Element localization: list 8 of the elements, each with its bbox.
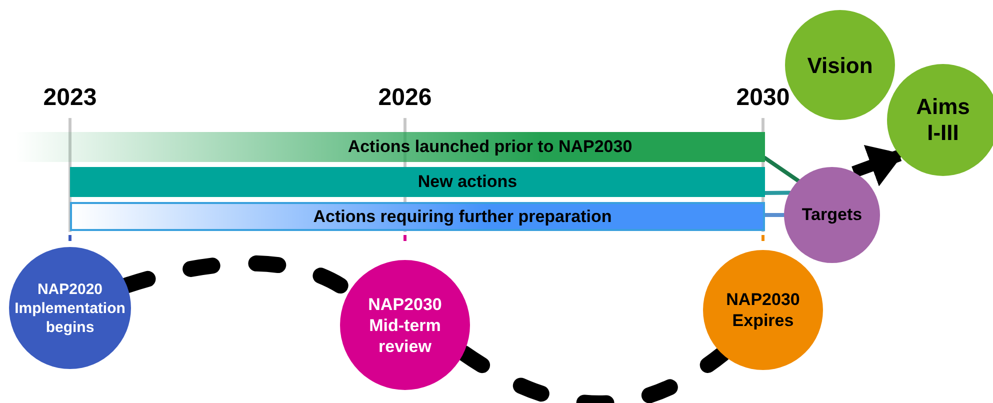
- arrow: [852, 145, 904, 186]
- timeline-bar: Actions requiring further preparation: [70, 202, 765, 231]
- connector-line: [763, 190, 792, 195]
- year-label: 2023: [43, 84, 97, 112]
- timeline-bar: New actions: [70, 167, 765, 197]
- year-label: 2026: [378, 84, 432, 112]
- connector-line: [763, 213, 786, 217]
- connector-line: [763, 156, 800, 183]
